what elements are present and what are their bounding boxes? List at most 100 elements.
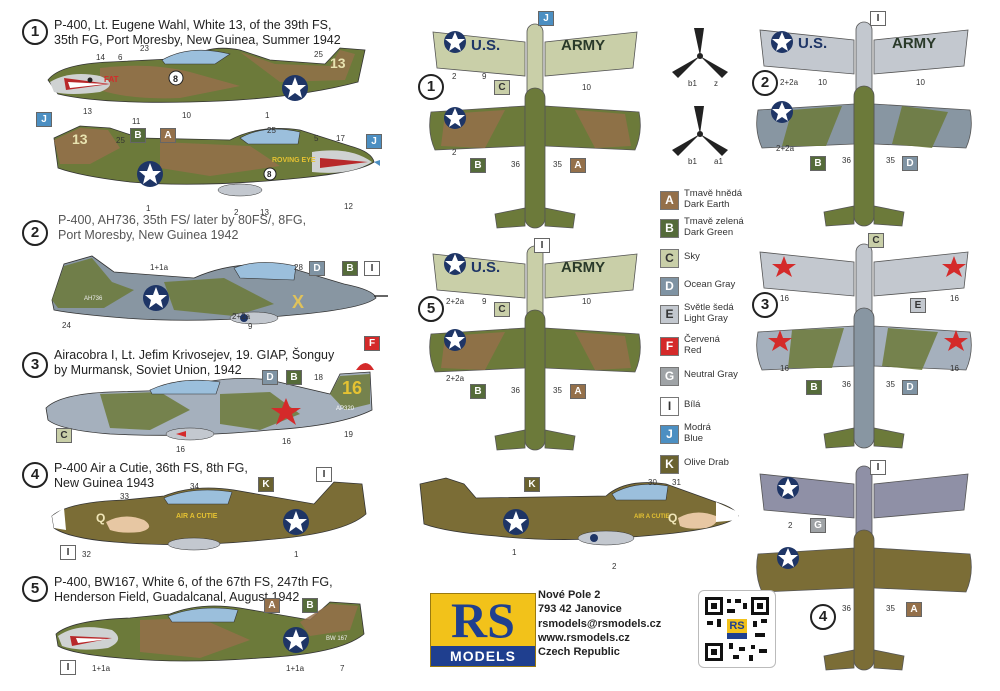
color-chip-a: A — [570, 158, 586, 173]
color-chip-a: A — [570, 384, 586, 399]
color-chip-b: B — [342, 261, 358, 276]
color-chip-i: I — [316, 467, 332, 482]
profile-4-nose-art-text: AIR A CUTIE — [176, 513, 218, 520]
profile-1-left-side: 8 13 FAT — [47, 47, 366, 103]
plan-number-5: 5 — [418, 296, 444, 322]
profile-1-nose-art: FAT — [104, 75, 119, 84]
color-chip-j: J — [36, 112, 52, 127]
callout-36: 36 — [842, 380, 851, 389]
callout-18: 18 — [314, 373, 323, 382]
soviet-star-icon — [772, 256, 796, 277]
us-roundel-icon — [444, 107, 466, 129]
address-city: 793 42 Janovice — [538, 603, 622, 616]
color-chip-b: B — [806, 380, 822, 395]
callout-2: 2 — [452, 148, 457, 157]
profile-1-caption-line1: P-400, Lt. Eugene Wahl, White 13, of the… — [54, 18, 332, 32]
legend-swatch-e: E — [660, 305, 679, 324]
color-chip-c: C — [868, 233, 884, 248]
callout-2: 2 — [612, 562, 617, 571]
logo-models-text: MODELS — [431, 646, 535, 666]
color-chip-d: D — [902, 380, 918, 395]
callout-13: 13 — [260, 208, 269, 217]
profile-4-right-code-letter: Q — [668, 511, 677, 525]
legend-label: Modrá — [684, 422, 711, 433]
us-roundel-icon — [771, 101, 793, 123]
callout-2-2a: 2+2a — [232, 312, 251, 321]
legend-label: Tmavě hnědá — [684, 188, 743, 199]
color-chip-b: B — [470, 384, 486, 399]
company-address: Nové Pole 2 793 42 Janovice rsmodels@rsm… — [538, 588, 661, 659]
color-chip-b: B — [810, 156, 826, 171]
callout-1: 1 — [512, 548, 517, 557]
profile-1-nose-art-text: ROVING EYE — [272, 157, 316, 164]
profile-1-caption-line2: 35th FG, Port Moresby, New Guinea, Summe… — [54, 33, 341, 47]
callout-25: 25 — [267, 126, 276, 135]
profile-1-badge-number: 8 — [173, 74, 178, 84]
profile-4-right-nose-art-text: AIR A CUTIE — [634, 514, 670, 520]
callout-32: 32 — [82, 550, 91, 559]
callout-25: 25 — [314, 50, 323, 59]
legend-label: Olive Drab — [684, 457, 729, 468]
callout-35: 35 — [886, 156, 895, 165]
legend-swatch-b: B — [660, 219, 679, 238]
callout-b1: b1 — [688, 157, 697, 166]
plan-number-1: 1 — [418, 74, 444, 100]
callout-9: 9 — [482, 72, 487, 81]
legend-label: Tmavě zelená — [684, 216, 744, 227]
us-roundel-icon — [143, 285, 169, 311]
legend-label: Ocean Gray — [684, 279, 736, 290]
profile-5-caption-line1: P-400, BW167, White 6, of the 67th FS, 2… — [54, 575, 333, 589]
us-roundel-icon — [137, 161, 163, 187]
svg-text:8: 8 — [267, 170, 272, 179]
legend-label: Bílá — [684, 399, 701, 410]
callout-1: 1 — [294, 550, 299, 559]
callout-11: 11 — [132, 117, 141, 126]
profile-number-3: 3 — [22, 352, 48, 378]
profile-1-tail-number: 13 — [330, 55, 346, 71]
color-chip-e: E — [910, 298, 926, 313]
callout-33: 33 — [120, 492, 129, 501]
callout-16: 16 — [780, 364, 789, 373]
callout-28: 28 — [294, 263, 303, 272]
legend-label-en: Dark Green — [684, 227, 734, 238]
profile-2-caption-line1: P-400, AH736, 35th FS/ later by 80FS/, 8… — [58, 213, 307, 227]
callout-24: 24 — [62, 321, 71, 330]
color-chip-a: A — [264, 598, 280, 613]
propeller-icon — [672, 106, 728, 156]
color-chip-i: I — [60, 545, 76, 560]
color-chip-d: D — [902, 156, 918, 171]
callout-5: 5 — [314, 134, 319, 143]
us-roundel-icon — [444, 329, 466, 351]
qr-code-icon[interactable]: RS — [698, 590, 776, 668]
color-chip-b: B — [302, 598, 318, 613]
color-chip-c: C — [494, 80, 510, 95]
callout-2-2a: 2+2a — [446, 297, 465, 306]
legend-label-en: Red — [684, 345, 702, 356]
callout-35: 35 — [886, 380, 895, 389]
profile-3-serial: AP320 — [336, 406, 355, 412]
callout-2-2a: 2+2a — [780, 78, 799, 87]
us-roundel-icon — [777, 477, 799, 499]
rs-models-logo: RS MODELS — [430, 593, 536, 667]
callout-1: 1 — [146, 204, 151, 213]
color-chip-i: I — [534, 238, 550, 253]
address-email[interactable]: rsmodels@rsmodels.cz — [538, 617, 662, 630]
callout-2-2a: 2+2a — [446, 374, 465, 383]
legend-swatch-c: C — [660, 249, 679, 268]
color-chip-k: K — [524, 477, 540, 492]
profile-2-side: X AH736 — [51, 255, 388, 325]
callout-36: 36 — [842, 156, 851, 165]
plan-view-1: U.S. ARMY — [429, 23, 641, 229]
us-roundel-icon — [283, 627, 309, 653]
color-chip-a: A — [160, 128, 176, 143]
callout-23: 23 — [140, 44, 149, 53]
address-website[interactable]: www.rsmodels.cz — [538, 631, 630, 644]
callout-36: 36 — [842, 604, 851, 613]
profile-3-caption-line1: Airacobra I, Lt. Jefim Krivosejev, 19. G… — [54, 348, 335, 362]
plan-number-3: 3 — [752, 292, 778, 318]
color-chip-c: C — [494, 302, 510, 317]
profile-5-side: BW 167 — [55, 601, 365, 662]
profile-2-code-letter: X — [292, 292, 304, 312]
wing-lettering-army: ARMY — [561, 37, 605, 54]
us-roundel-icon — [282, 75, 308, 101]
